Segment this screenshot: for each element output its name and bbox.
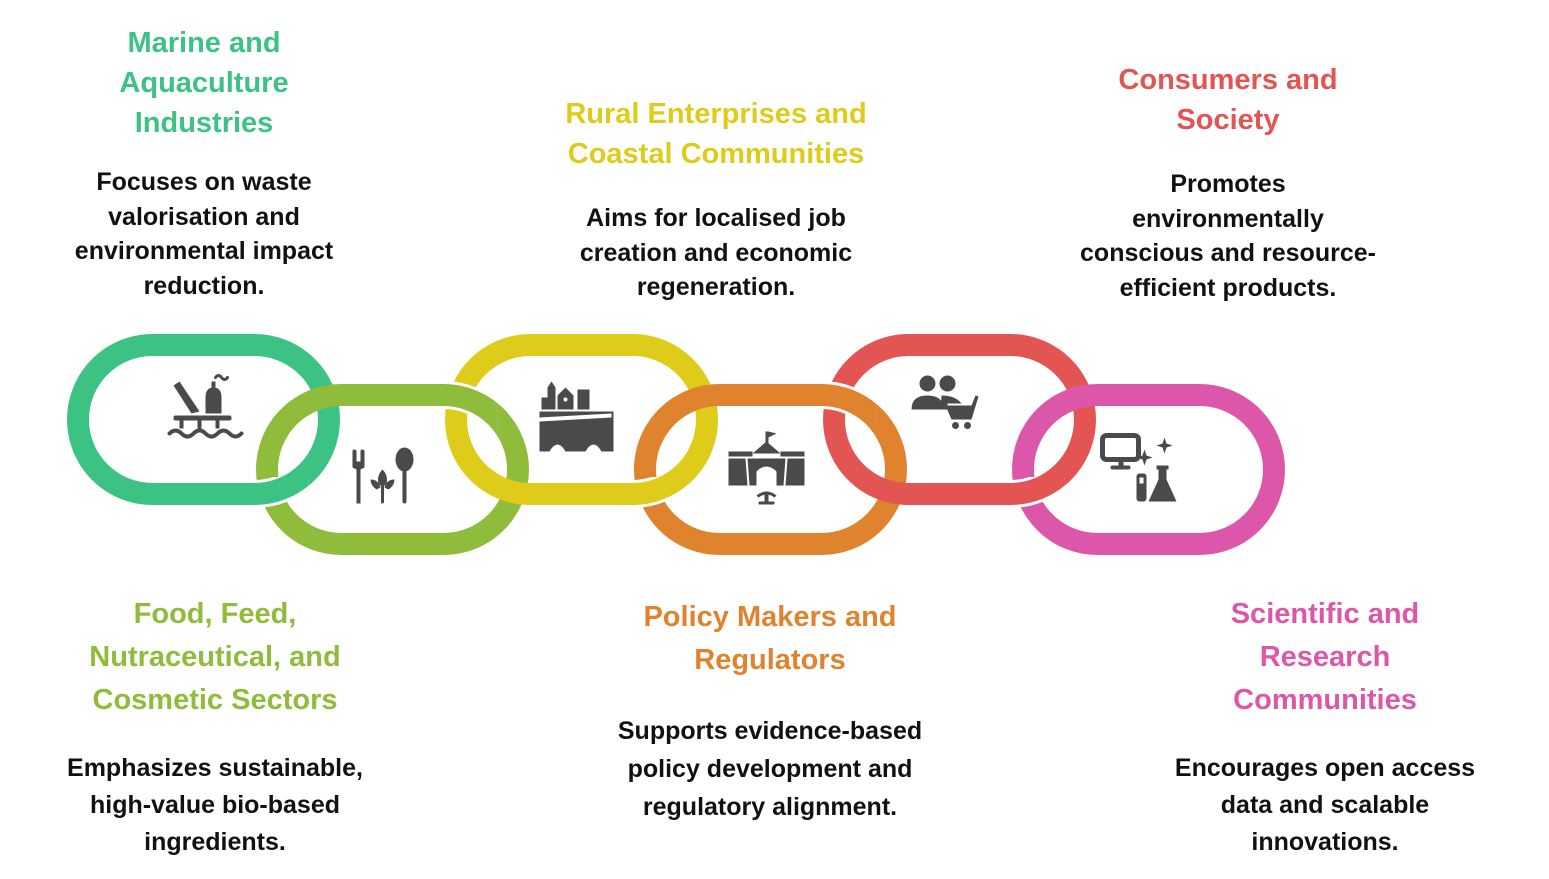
chain-link-science — [1012, 384, 1285, 555]
desc-line: reduction. — [143, 271, 265, 300]
desc-line: Supports evidence-based — [617, 717, 923, 745]
stakeholder-policy: Policy Makers and Regulators Supports ev… — [570, 596, 970, 826]
desc-line: innovations. — [1251, 828, 1399, 856]
title-line: Marine and — [127, 27, 281, 59]
desc-line: environmental impact — [74, 237, 334, 265]
stakeholder-marine: Marine and Aquaculture Industries Focuse… — [54, 23, 354, 303]
stakeholder-description: Focuses on waste valorisation and enviro… — [54, 165, 354, 303]
stakeholder-description: Promotes environmentally conscious and r… — [1028, 167, 1428, 305]
chain-link-consumers — [823, 334, 1096, 505]
stakeholder-description: Emphasizes sustainable, high-value bio-b… — [15, 750, 415, 861]
stakeholder-description: Encourages open access data and scalable… — [1125, 750, 1525, 861]
stakeholder-description: Supports evidence-based policy developme… — [570, 712, 970, 826]
chain-link-rural — [445, 334, 718, 505]
title-line: Scientific and — [1230, 598, 1420, 630]
desc-line: Emphasizes sustainable, — [67, 754, 363, 782]
computer-lab-flask-icon — [1100, 433, 1177, 502]
desc-line: regulatory alignment. — [642, 793, 898, 821]
title-line: Policy Makers and — [643, 601, 897, 633]
desc-line: efficient products. — [1119, 273, 1337, 302]
fork-leaf-spoon-icon — [352, 447, 414, 504]
chain-link-food — [256, 384, 529, 555]
desc-line: valorisation and — [108, 202, 300, 231]
title-line: Regulators — [694, 644, 846, 676]
stakeholder-title: Food, Feed, Nutraceutical, and Cosmetic … — [15, 593, 415, 722]
title-line: Nutraceutical, and — [89, 641, 341, 673]
stakeholder-description: Aims for localised job creation and econ… — [516, 201, 916, 305]
stakeholder-title: Scientific and Research Communities — [1125, 593, 1525, 722]
title-line: Coastal Communities — [567, 138, 865, 170]
stakeholder-title: Marine and Aquaculture Industries — [54, 23, 354, 143]
stakeholder-food: Food, Feed, Nutraceutical, and Cosmetic … — [15, 593, 415, 861]
desc-line: conscious and resource- — [1080, 239, 1376, 267]
title-line: Food, Feed, — [133, 598, 297, 630]
desc-line: Promotes — [1170, 170, 1286, 198]
desc-line: Aims for localised job — [586, 204, 846, 232]
desc-line: data and scalable — [1220, 791, 1430, 819]
chain-link-marine — [67, 334, 340, 505]
desc-line: environmentally — [1132, 204, 1324, 233]
stakeholder-consumers: Consumers and Society Promotes environme… — [1028, 60, 1428, 305]
title-line: Society — [1176, 104, 1280, 136]
offshore-platform-icon — [167, 374, 244, 439]
desc-line: Focuses on waste — [96, 168, 312, 196]
stakeholder-title: Consumers and Society — [1028, 60, 1428, 140]
stakeholder-title: Policy Makers and Regulators — [570, 596, 970, 682]
title-line: Research — [1259, 641, 1391, 673]
stakeholder-science: Scientific and Research Communities Enco… — [1125, 593, 1525, 861]
desc-line: high-value bio-based — [89, 791, 341, 819]
desc-line: Encourages open access — [1174, 754, 1476, 782]
title-line: Industries — [134, 107, 274, 139]
title-line: Communities — [1233, 684, 1417, 716]
chain-link-policy — [634, 384, 907, 555]
desc-line: policy development and — [627, 755, 913, 783]
title-line: Aquaculture — [119, 67, 289, 99]
title-line: Consumers and — [1118, 64, 1338, 96]
desc-line: ingredients. — [144, 828, 286, 856]
village-bridge-icon — [539, 381, 614, 452]
stakeholder-title: Rural Enterprises and Coastal Communitie… — [516, 94, 916, 174]
government-building-icon — [728, 431, 805, 505]
desc-line: regeneration. — [636, 273, 796, 301]
title-line: Rural Enterprises and — [565, 98, 867, 130]
people-cart-icon — [911, 375, 979, 429]
stakeholder-rural: Rural Enterprises and Coastal Communitie… — [516, 94, 916, 305]
title-line: Cosmetic Sectors — [92, 684, 338, 716]
desc-line: creation and economic — [579, 238, 853, 267]
